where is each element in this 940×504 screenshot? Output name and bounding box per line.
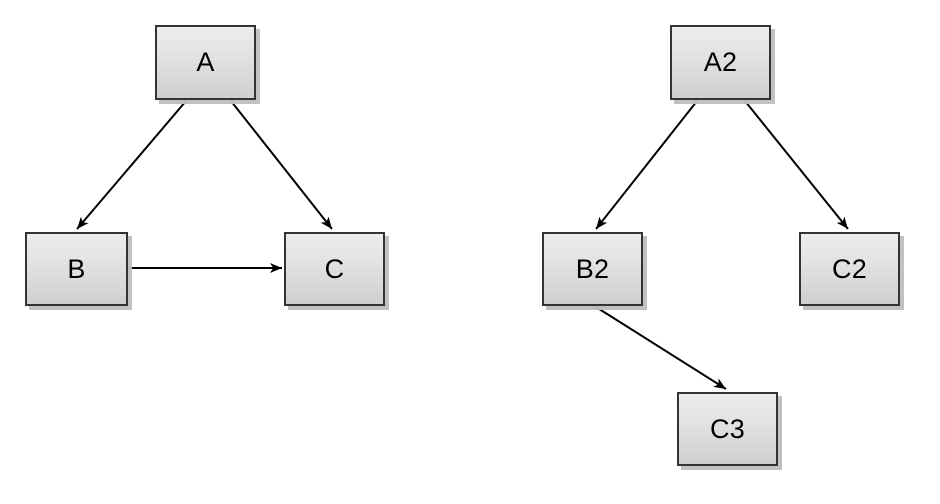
node-b[interactable]: B bbox=[25, 232, 128, 306]
node-label: C3 bbox=[710, 413, 745, 444]
node-c3[interactable]: C3 bbox=[677, 392, 778, 466]
node-c[interactable]: C bbox=[284, 232, 385, 306]
edge-b2-to-c3[interactable] bbox=[595, 306, 727, 390]
node-label: C2 bbox=[832, 253, 867, 284]
edge-a2-to-b2[interactable] bbox=[595, 100, 698, 230]
edge-a2-to-c2[interactable] bbox=[744, 100, 849, 230]
node-label: B bbox=[67, 253, 86, 284]
node-c2[interactable]: C2 bbox=[799, 232, 900, 306]
node-b2[interactable]: B2 bbox=[542, 232, 643, 306]
node-a[interactable]: A bbox=[155, 25, 256, 100]
node-label: C bbox=[324, 253, 345, 284]
edge-a-to-c[interactable] bbox=[230, 100, 333, 230]
node-a2[interactable]: A2 bbox=[670, 25, 771, 100]
node-label: A2 bbox=[703, 47, 738, 77]
edges-group bbox=[76, 100, 849, 390]
node-label: A bbox=[196, 47, 215, 77]
edge-a-to-b[interactable] bbox=[76, 100, 187, 230]
node-label: B2 bbox=[575, 253, 610, 284]
